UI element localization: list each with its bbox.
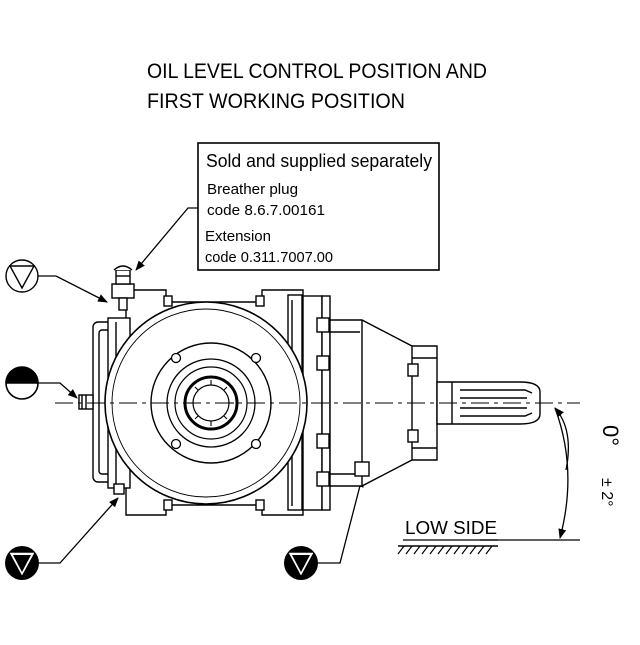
title-line-2: FIRST WORKING POSITION [147, 90, 405, 113]
oil-level-symbol-icon [5, 366, 39, 400]
oil-level-leader [38, 382, 78, 399]
supplied-separately-box: Sold and supplied separately Breather pl… [197, 142, 440, 271]
low-side-ground: LOW SIDE [397, 518, 498, 555]
breather-plug-code: code 8.6.7.00161 [207, 202, 325, 219]
drain-right-leader [318, 477, 364, 564]
note-heading: Sold and supplied separately [206, 151, 432, 171]
extension-label: Extension [205, 228, 271, 245]
angle-value: 0° [598, 425, 623, 446]
drain-left-leader [39, 497, 119, 564]
drain-right-symbol-icon [284, 546, 318, 580]
drain-left-symbol-icon [5, 546, 39, 580]
low-side-label: LOW SIDE [405, 518, 497, 538]
extension-code: code 0.311.7007.00 [205, 249, 333, 266]
angle-tolerance: ± 2° [598, 478, 615, 507]
breather-symbol-leader [38, 275, 108, 303]
title-line-1: OIL LEVEL CONTROL POSITION AND [147, 60, 487, 83]
breather-symbol-icon [5, 259, 39, 293]
breather-plug-label: Breather plug [207, 181, 298, 198]
breather-leader [135, 207, 198, 271]
